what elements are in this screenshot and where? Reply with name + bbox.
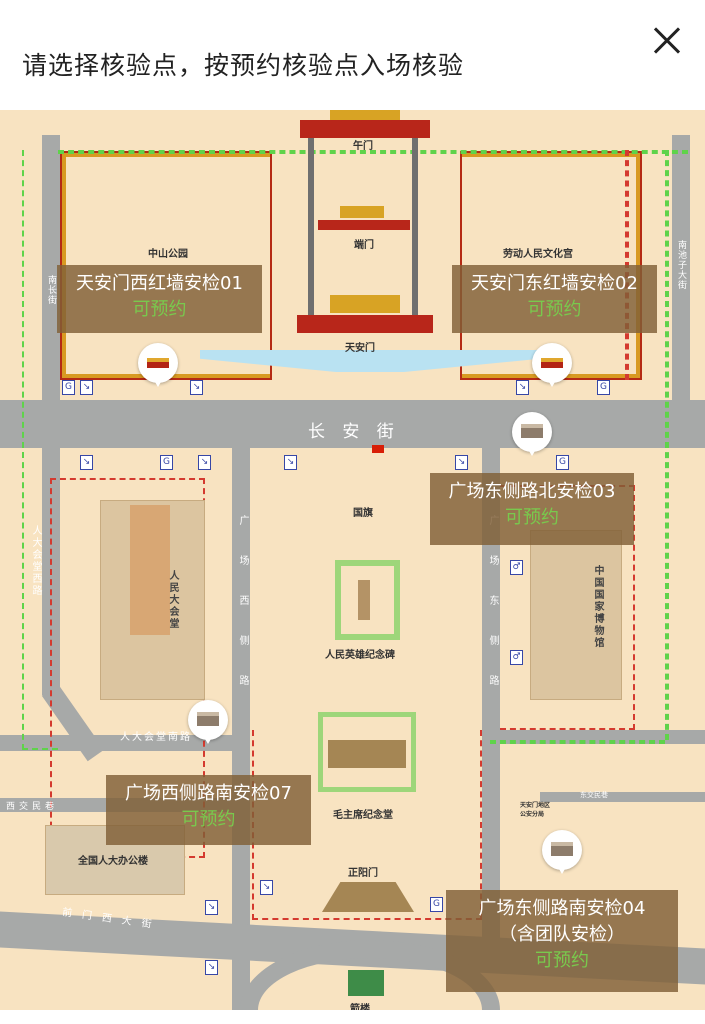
- museum-building: [530, 530, 622, 700]
- road-east-outer: [672, 135, 690, 435]
- road-square-west: [232, 448, 250, 1010]
- label-monument: 人民英雄纪念碑: [325, 650, 395, 661]
- palace-wall: [308, 138, 314, 318]
- label-duanmen: 端门: [354, 240, 374, 251]
- green-route: [665, 150, 669, 740]
- mausoleum-icon: [328, 740, 406, 768]
- checkpoint-name: 广场西侧路南安检07: [125, 783, 292, 804]
- checkpoint-04-pin[interactable]: [542, 830, 582, 874]
- label-great-hall-south-road: 人大会堂南路: [120, 732, 192, 743]
- label-flag: 国旗: [353, 508, 373, 519]
- checkpoint-status: 可预约: [505, 507, 559, 528]
- monument-icon: [358, 580, 370, 620]
- restroom-icon: ♂: [510, 560, 523, 575]
- label-great-hall: 人民大会堂: [167, 570, 178, 630]
- checkpoint-02-pin[interactable]: [532, 343, 572, 387]
- wumen-roof: [330, 110, 400, 120]
- green-route: [22, 150, 58, 750]
- checkpoint-07[interactable]: 广场西侧路南安检07 可预约: [106, 775, 311, 845]
- underpass-icon: ↘: [205, 900, 218, 915]
- underpass-icon: ↘: [260, 880, 273, 895]
- label-jianlou: 箭楼: [350, 1004, 370, 1010]
- duanmen-gate: [318, 220, 410, 230]
- checkpoint-01-pin[interactable]: [138, 343, 178, 387]
- checkpoint-status: 可预约: [181, 809, 236, 830]
- checkpoint-03[interactable]: 广场东侧路北安检03 可预约: [430, 473, 634, 545]
- underpass-icon: ↘: [80, 380, 93, 395]
- green-route: [490, 740, 665, 744]
- checkpoint-status: 可预约: [132, 299, 187, 320]
- label-nanchizi-street: 南池子大街: [676, 240, 686, 290]
- subway-icon: G: [430, 897, 443, 912]
- label-nanchang-street: 南长街: [46, 275, 56, 305]
- label-police: 天安门地区公安分局: [520, 802, 551, 818]
- palace-wall: [412, 138, 418, 318]
- great-hall-center: [130, 505, 170, 635]
- restroom-icon: ♂: [510, 650, 523, 665]
- underpass-icon: ↘: [80, 455, 93, 470]
- duanmen-roof: [340, 206, 384, 218]
- dialog-title: 请选择核验点，按预约核验点入场核验: [22, 51, 465, 80]
- label-xijiaominxiang: 西交民巷: [6, 802, 59, 812]
- label-square-east-road: 广场东侧路: [487, 515, 498, 715]
- checkpoint-status: 可预约: [527, 299, 582, 320]
- tiananmen-gate: [297, 315, 433, 333]
- subway-icon: G: [597, 380, 610, 395]
- label-great-hall-west-road: 人大会堂西路: [30, 525, 41, 597]
- jinshui-river: [200, 350, 540, 372]
- checkpoint-note: （含团队安检）: [499, 924, 625, 945]
- monument-area: [335, 560, 400, 640]
- checkpoint-03-pin[interactable]: [512, 412, 552, 456]
- subway-icon: G: [160, 455, 173, 470]
- label-npc-office: 全国人大办公楼: [78, 856, 148, 867]
- underpass-icon: ↘: [205, 960, 218, 975]
- underpass-icon: ↘: [284, 455, 297, 470]
- dialog-header: 请选择核验点，按预约核验点入场核验: [0, 0, 705, 110]
- checkpoint-status: 可预约: [535, 950, 589, 971]
- road-dongjiaominxiang: [540, 792, 705, 802]
- label-square-west-road: 广场西侧路: [237, 515, 248, 715]
- underpass-icon: ↘: [198, 455, 211, 470]
- subway-icon: G: [556, 455, 569, 470]
- underpass-icon: ↘: [190, 380, 203, 395]
- label-zhongshan-park: 中山公园: [148, 249, 188, 260]
- label-mausoleum: 毛主席纪念堂: [333, 810, 393, 821]
- road-great-hall-south: [0, 735, 250, 751]
- checkpoint-name: 广场东侧路南安检04: [478, 898, 646, 919]
- checkpoint-07-pin[interactable]: [188, 700, 228, 744]
- label-workers-palace: 劳动人民文化宫: [503, 249, 573, 260]
- checkpoint-name: 广场东侧路北安检03: [448, 481, 616, 502]
- label-zhengyangmen: 正阳门: [348, 868, 378, 879]
- bottom-bar: [0, 1010, 705, 1024]
- label-tiananmen: 天安门: [345, 343, 375, 354]
- label-dongjiaominxiang: 东交民巷: [580, 791, 608, 799]
- close-icon[interactable]: [648, 22, 686, 60]
- underpass-icon: ↘: [455, 455, 468, 470]
- checkpoint-01[interactable]: 天安门西红墙安检01 可预约: [57, 265, 262, 333]
- checkpoint-name: 天安门东红墙安检02: [471, 273, 638, 294]
- underpass-icon: ↘: [516, 380, 529, 395]
- checkpoint-04[interactable]: 广场东侧路南安检04 （含团队安检） 可预约: [446, 890, 678, 992]
- label-museum: 中国国家博物馆: [592, 565, 603, 649]
- subway-icon: G: [62, 380, 75, 395]
- wumen-gate: [300, 120, 430, 138]
- road-changan: [0, 400, 705, 448]
- checkpoint-02[interactable]: 天安门东红墙安检02 可预约: [452, 265, 657, 333]
- label-changan-street: 长 安 街: [308, 422, 400, 442]
- zhengyangmen-icon: [322, 882, 414, 912]
- checkpoint-map: 午门 端门 中山公园 劳动人民文化宫 天安门 长 安 街 国旗 人民大会堂 中国…: [0, 110, 705, 1010]
- checkpoint-name: 天安门西红墙安检01: [76, 273, 243, 294]
- road-square-east: [482, 448, 500, 968]
- green-route: [58, 150, 688, 154]
- tiananmen-roof: [330, 295, 400, 313]
- jianlou-icon: [348, 970, 384, 996]
- label-wumen: 午门: [353, 141, 373, 152]
- flag-icon: [372, 445, 384, 453]
- mausoleum-area: [318, 712, 416, 792]
